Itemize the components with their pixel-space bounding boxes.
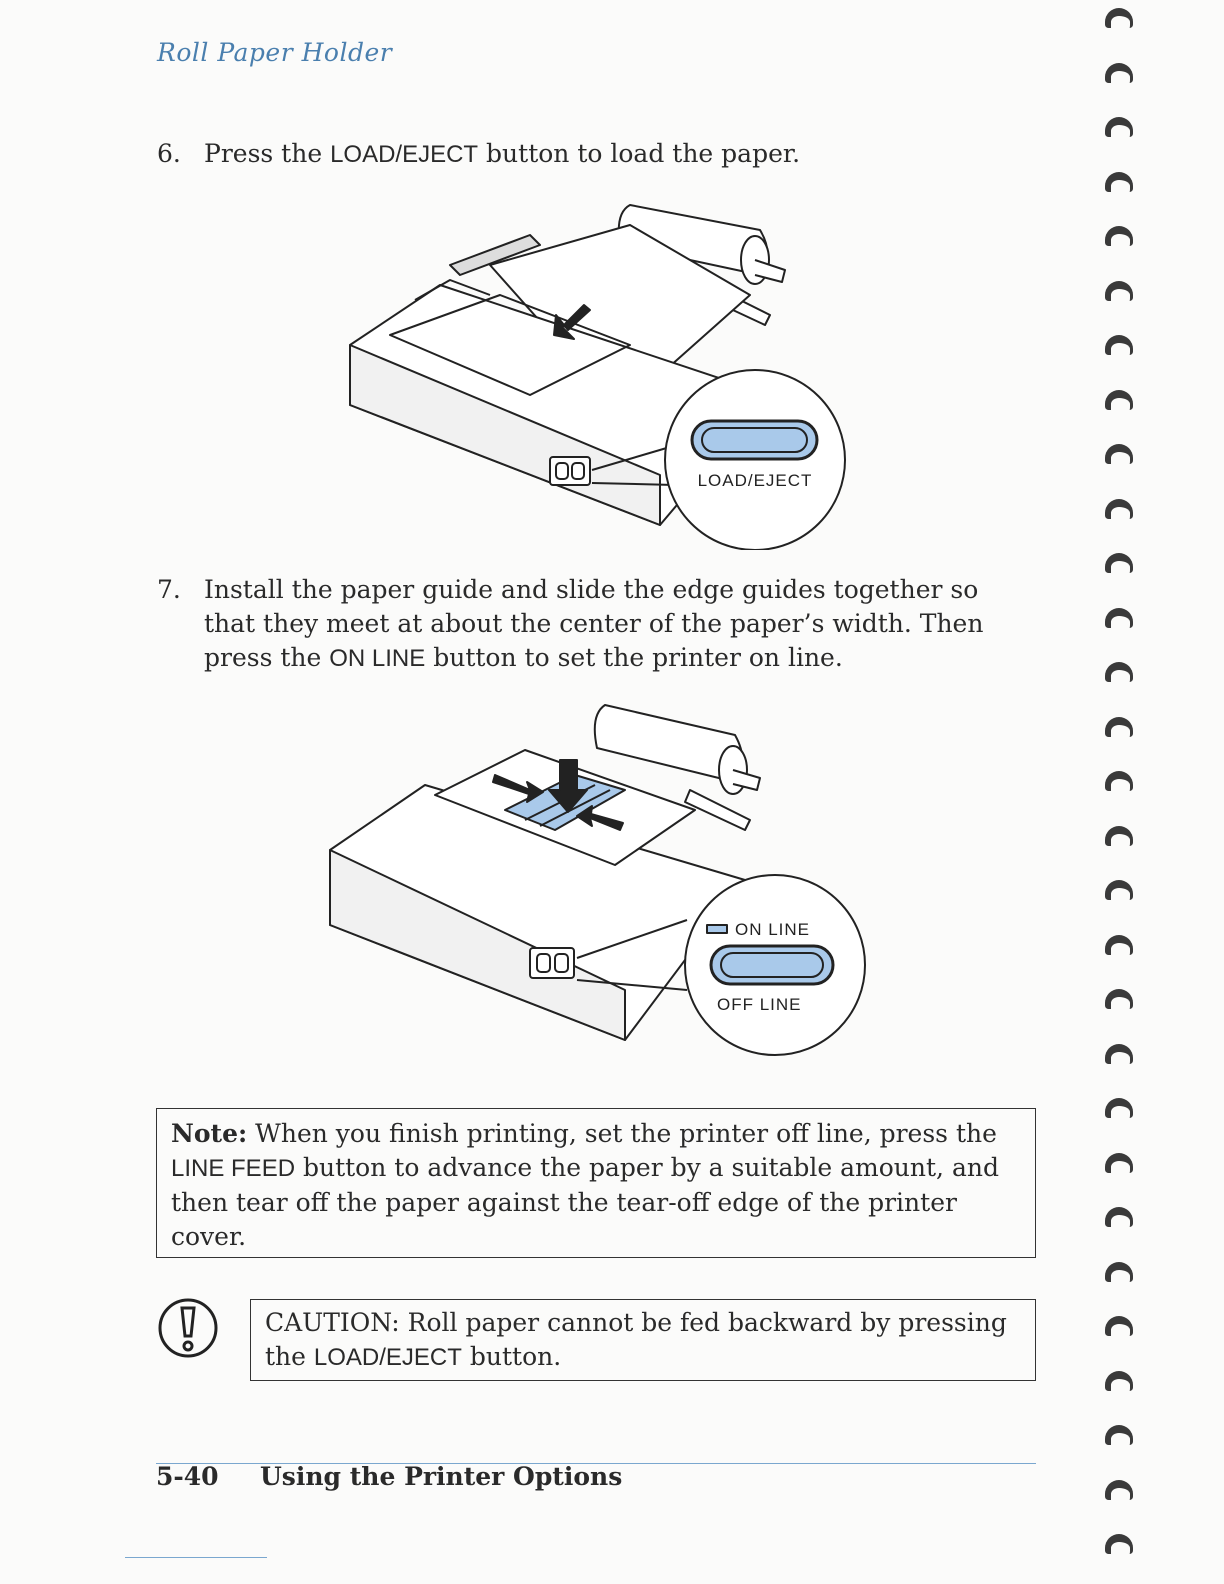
spiral-ring (1105, 1316, 1133, 1336)
printer-load-eject-illustration: LOAD/EJECT (349, 204, 846, 550)
off-line-label: OFF LINE (717, 995, 802, 1014)
spiral-ring (1105, 1043, 1133, 1064)
spiral-ring (1105, 1479, 1133, 1500)
button-name: ON LINE (329, 645, 426, 672)
spiral-ring (1105, 1207, 1133, 1227)
caution-label: CAUTION: (265, 1308, 400, 1337)
caution-box: CAUTION: Roll paper cannot be fed backwa… (250, 1299, 1036, 1381)
spiral-ring (1105, 62, 1133, 83)
spiral-binding (1105, 0, 1145, 1584)
spiral-ring (1105, 389, 1133, 410)
page-number: 5-40 (156, 1462, 219, 1491)
step-number: 6. (157, 139, 181, 168)
spiral-ring (1105, 607, 1133, 628)
button-name: LINE FEED (171, 1155, 296, 1182)
spiral-ring (1105, 771, 1133, 791)
spiral-ring (1105, 989, 1133, 1009)
spiral-ring (1105, 117, 1133, 137)
spiral-ring (1105, 880, 1133, 900)
button-name: LOAD/EJECT (330, 141, 479, 168)
spiral-ring (1105, 226, 1133, 246)
spiral-ring (1105, 553, 1133, 573)
spiral-ring (1105, 498, 1133, 519)
caution-icon (158, 1298, 218, 1358)
running-head: Roll Paper Holder (157, 38, 393, 67)
spiral-ring (1105, 171, 1133, 192)
spiral-ring (1105, 1370, 1133, 1391)
spiral-ring (1105, 1261, 1133, 1282)
spiral-ring (1105, 280, 1133, 301)
step-7: 7. Install the paper guide and slide the… (157, 573, 1037, 676)
bottom-divider (125, 1557, 267, 1558)
spiral-ring (1105, 934, 1133, 955)
button-name: LOAD/EJECT (313, 1344, 462, 1371)
footer-rule (156, 1463, 1036, 1464)
spiral-ring (1105, 662, 1133, 682)
spiral-ring (1105, 1152, 1133, 1173)
spiral-ring (1105, 1534, 1133, 1554)
step-text: Install the paper guide and slide the ed… (204, 575, 984, 672)
load-eject-label: LOAD/EJECT (698, 471, 813, 490)
note-label: Note: (171, 1119, 248, 1148)
printer-online-illustration: ON LINE OFF LINE (329, 704, 866, 1056)
spiral-ring (1105, 1425, 1133, 1445)
step-number: 7. (157, 575, 181, 604)
spiral-ring (1105, 825, 1133, 846)
spiral-ring (1105, 1098, 1133, 1118)
step-6: 6. Press the LOAD/EJECT button to load t… (157, 137, 1037, 172)
section-title: Using the Printer Options (260, 1462, 623, 1491)
note-box: Note: When you finish printing, set the … (156, 1108, 1036, 1258)
spiral-ring (1105, 8, 1133, 28)
footer: 5-40 Using the Printer Options (156, 1462, 622, 1491)
spiral-ring (1105, 335, 1133, 355)
spiral-ring (1105, 444, 1133, 464)
spiral-ring (1105, 716, 1133, 737)
step-text: Press the LOAD/EJECT button to load the … (204, 139, 801, 168)
on-line-label: ON LINE (735, 920, 810, 939)
